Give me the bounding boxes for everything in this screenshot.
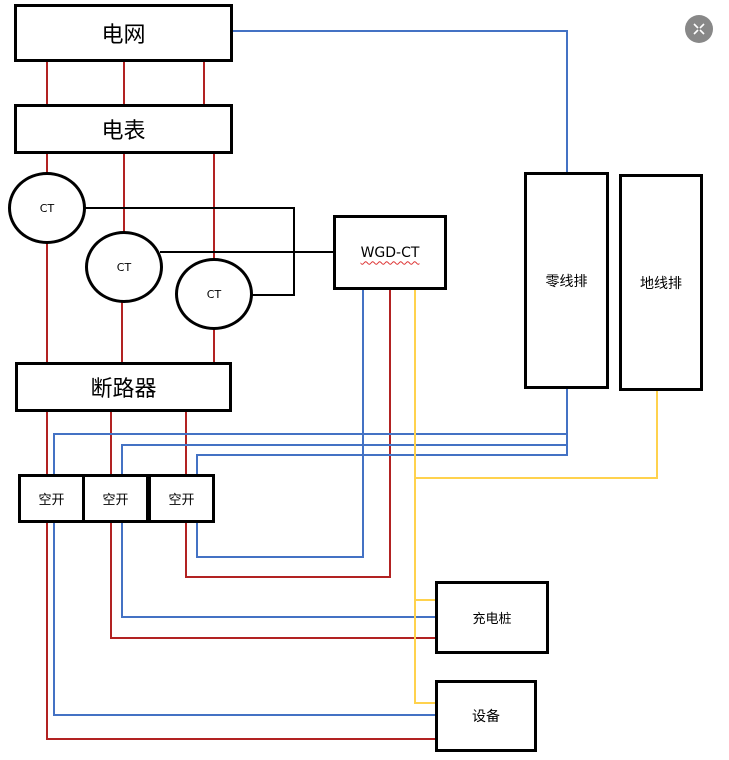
- neutral-bar-box: 零线排: [524, 172, 609, 389]
- ct-2: CT: [85, 231, 163, 303]
- ground-bar-box: 地线排: [619, 174, 703, 391]
- wire-ground: [414, 288, 437, 704]
- wire-neutral: [121, 522, 437, 618]
- wire-neutral: [196, 288, 364, 558]
- ct-3-label: CT: [206, 287, 222, 301]
- wire-neutral: [196, 388, 568, 475]
- device-label: 设备: [472, 709, 500, 725]
- ct-2-label: CT: [116, 260, 132, 274]
- wire-neutral: [53, 522, 437, 716]
- switch-3-box: 空开: [148, 474, 215, 523]
- grid-label: 电网: [101, 23, 146, 48]
- wgd-ct-box: WGD-CT: [333, 215, 447, 290]
- charger-box: 充电桩: [435, 581, 549, 654]
- breaker-label: 断路器: [90, 377, 157, 402]
- device-box: 设备: [435, 680, 537, 752]
- switch-1-box: 空开: [18, 474, 85, 523]
- meter-label: 电表: [101, 119, 146, 144]
- switch-3-label: 空开: [168, 493, 195, 508]
- wire-phase: [185, 288, 391, 578]
- ground-bar-label: 地线排: [640, 275, 682, 292]
- breaker-box: 断路器: [15, 362, 232, 412]
- switch-1-label: 空开: [38, 493, 65, 508]
- wire-neutral: [121, 444, 567, 475]
- ct-1: CT: [8, 172, 86, 244]
- wire-neutral: [53, 433, 567, 475]
- switch-2-label: 空开: [102, 493, 129, 508]
- wgd-ct-label: WGD-CT: [360, 244, 420, 261]
- neutral-bar-label: 零线排: [545, 273, 588, 290]
- ct-1-label: CT: [39, 201, 55, 215]
- wire-phase: [46, 522, 437, 740]
- grid-box: 电网: [14, 4, 233, 62]
- wire-neutral: [232, 30, 568, 172]
- wire-phase: [110, 522, 437, 639]
- ct-3: CT: [175, 258, 253, 330]
- wire-ground: [415, 390, 658, 479]
- meter-box: 电表: [14, 104, 233, 154]
- switch-2-box: 空开: [82, 474, 149, 523]
- close-icon-glyph: [693, 23, 705, 35]
- charger-label: 充电桩: [472, 612, 512, 627]
- close-icon[interactable]: [685, 15, 713, 43]
